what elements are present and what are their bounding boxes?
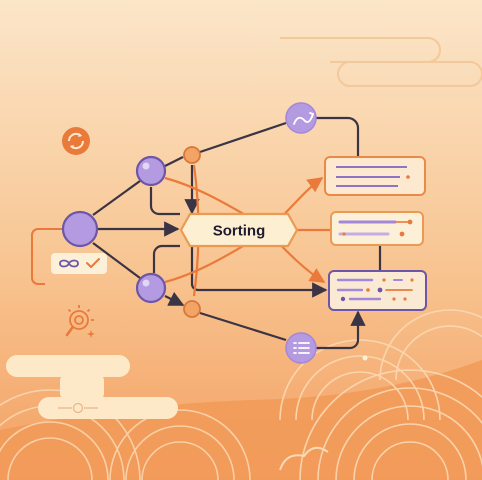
- node-upper-highlight: [142, 162, 150, 170]
- node-lower: [135, 272, 167, 304]
- node-upper: [135, 155, 167, 187]
- cream-clouds: [6, 355, 178, 419]
- connector-bracket-left: [31, 228, 80, 285]
- connector-upper-small: [164, 156, 184, 167]
- node-small-bottom: [183, 300, 201, 318]
- sorting-label: Sorting: [213, 223, 266, 240]
- checkmark-icon: [86, 258, 100, 268]
- panel-bottom: [328, 270, 427, 311]
- wave-decoration-right: [279, 309, 482, 480]
- connector-root-lower: [92, 242, 141, 279]
- connector-list-panel: [316, 310, 366, 350]
- node-lower-highlight: [142, 279, 150, 287]
- node-root: [61, 210, 99, 248]
- panel-middle: [330, 211, 424, 246]
- search-gear-icon: [65, 305, 94, 337]
- connector-small-list: [199, 311, 287, 342]
- refresh-icon: [62, 127, 90, 155]
- key-icon: [58, 402, 98, 414]
- connector-sorting-up: [152, 244, 180, 273]
- connector-upper-sorting: [149, 187, 180, 216]
- node-small-top: [183, 146, 201, 164]
- shuffle-icon: [293, 112, 315, 125]
- connector-root-upper: [92, 180, 141, 216]
- connector-shuffle-panel: [316, 116, 360, 156]
- dot-decoration: [362, 355, 368, 361]
- swirl-decoration: [279, 446, 329, 471]
- connector-sorting-bottom: [190, 247, 328, 298]
- infinity-icon: [59, 259, 79, 268]
- connector-lower-small: [164, 291, 185, 306]
- sparkle-icon: [87, 330, 95, 338]
- status-badge: [51, 253, 107, 274]
- list-icon: [293, 342, 310, 354]
- hill-decoration: [0, 360, 482, 480]
- connector-small-shuffle: [199, 121, 287, 154]
- panel-top: [324, 156, 426, 196]
- cloud-decoration: [280, 37, 482, 87]
- sorting-node: [179, 212, 299, 248]
